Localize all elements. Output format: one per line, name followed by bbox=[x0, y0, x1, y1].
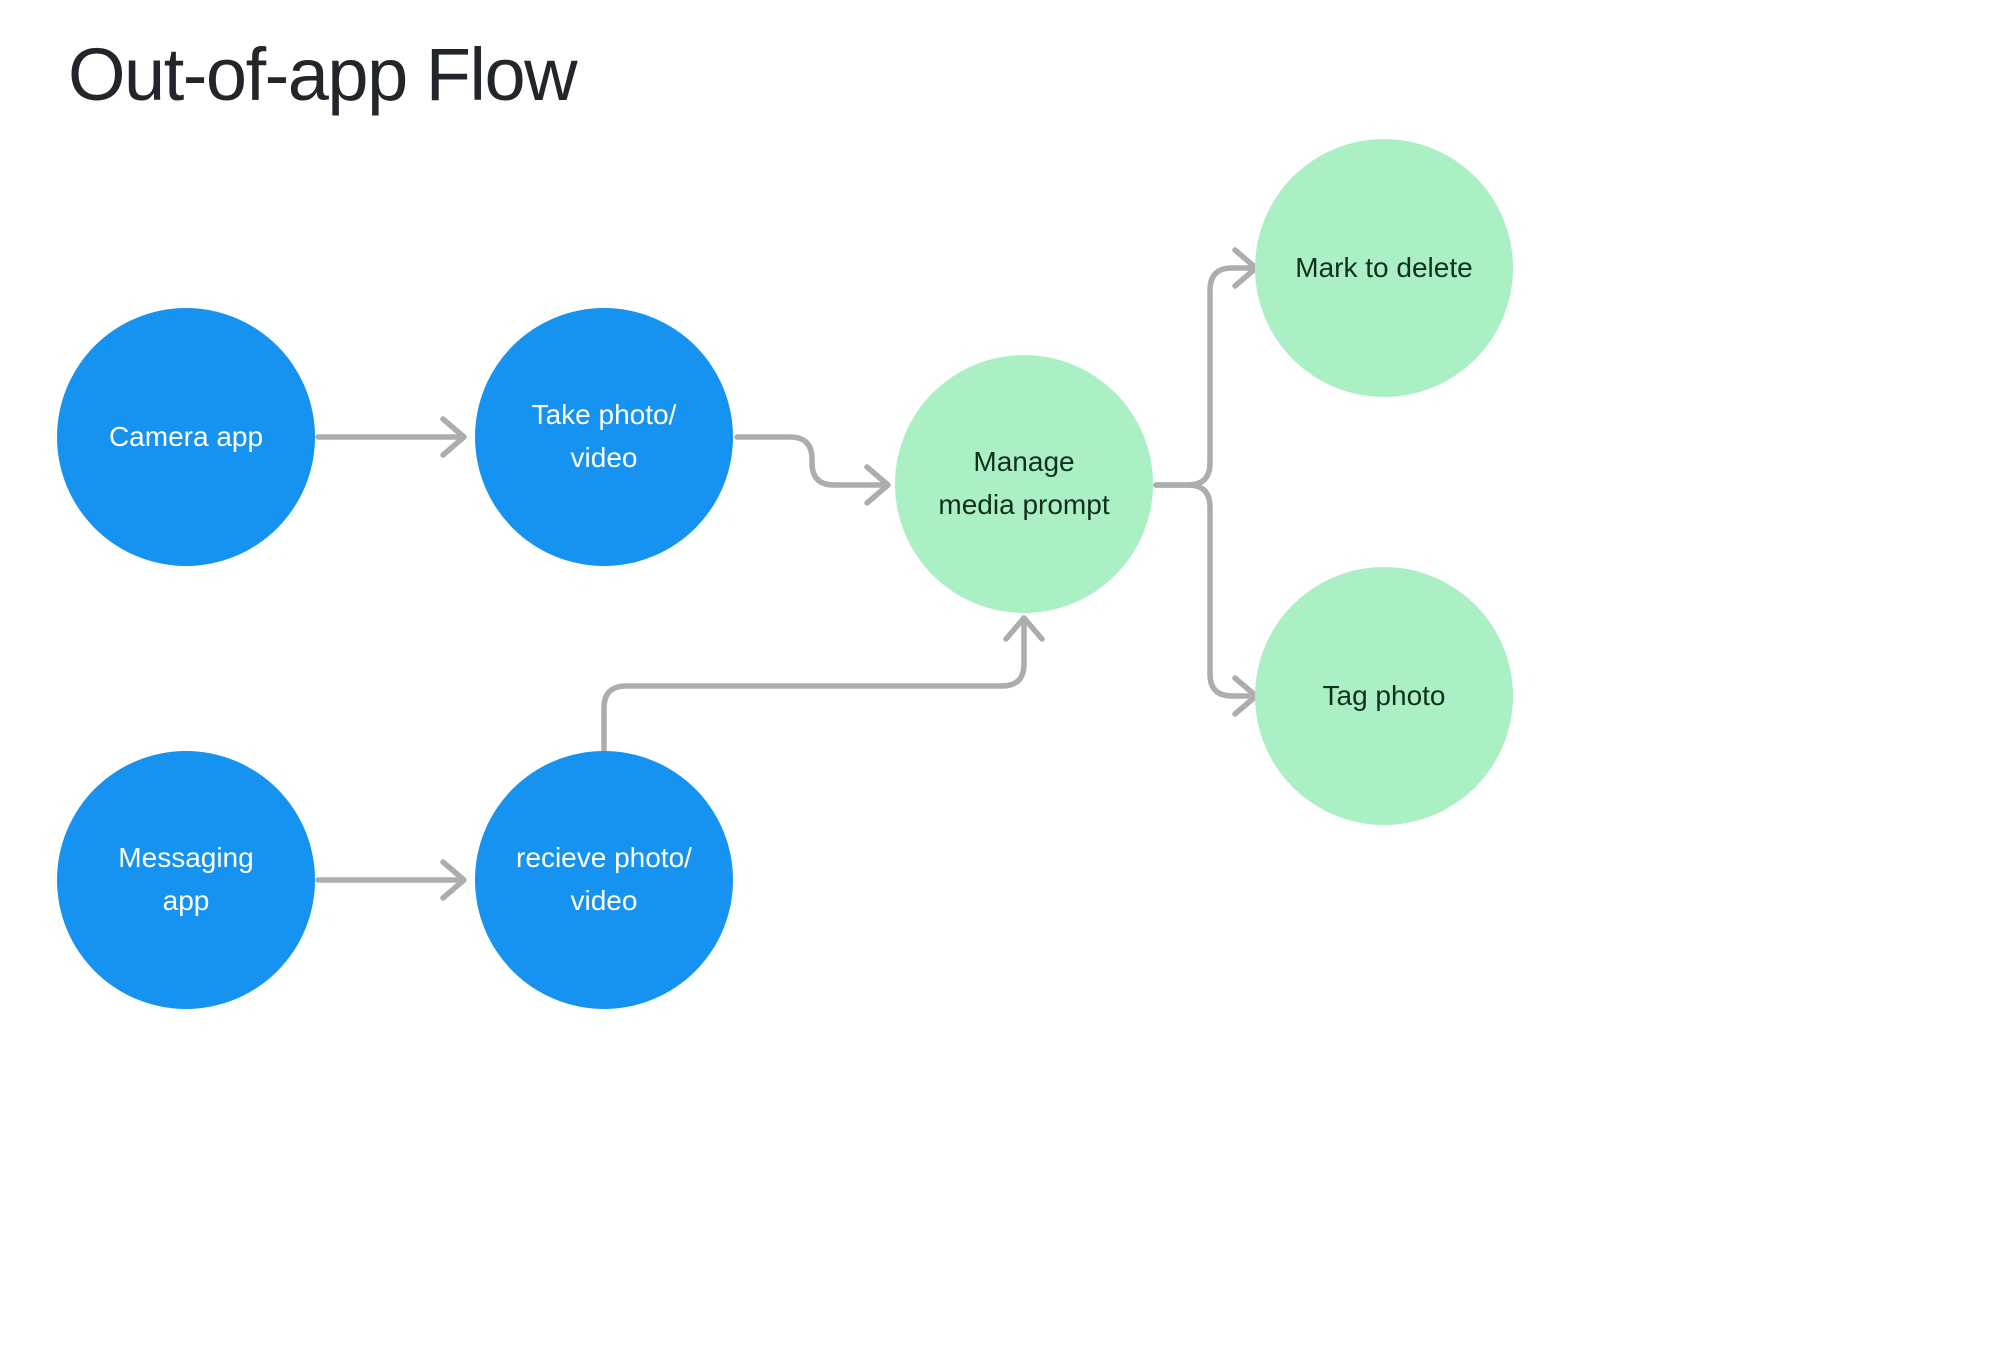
node-manage-media-prompt[interactable]: Manage media prompt bbox=[895, 355, 1153, 613]
node-label-messaging-app: Messaging app bbox=[118, 842, 254, 916]
edge-take-to-manage bbox=[734, 434, 891, 506]
node-label-manage-media-prompt: Manage media prompt bbox=[938, 446, 1110, 520]
node-mark-to-delete[interactable]: Mark to delete bbox=[1255, 139, 1513, 397]
edge-messaging-to-recieve bbox=[315, 859, 467, 901]
node-recieve-photo-video[interactable]: recieve photo/ video bbox=[475, 751, 733, 1009]
node-label-tag-photo: Tag photo bbox=[1322, 679, 1446, 711]
edge-recieve-to-manage bbox=[601, 615, 1045, 754]
edge-camera-to-take bbox=[315, 416, 467, 458]
edge-manage-to-tag bbox=[1153, 482, 1259, 717]
node-camera-app[interactable]: Camera app bbox=[57, 308, 315, 566]
node-take-photo-video[interactable]: Take photo/ video bbox=[475, 308, 733, 566]
node-label-recieve-photo-video: recieve photo/ video bbox=[516, 842, 692, 916]
node-label-mark-to-delete: Mark to delete bbox=[1295, 251, 1473, 283]
node-tag-photo[interactable]: Tag photo bbox=[1255, 567, 1513, 825]
page-title: Out-of-app Flow bbox=[68, 33, 578, 116]
edge-manage-to-mark bbox=[1153, 247, 1259, 488]
node-messaging-app[interactable]: Messaging app bbox=[57, 751, 315, 1009]
node-label-camera-app: Camera app bbox=[108, 420, 264, 452]
node-label-take-photo-video: Take photo/ video bbox=[531, 399, 677, 473]
